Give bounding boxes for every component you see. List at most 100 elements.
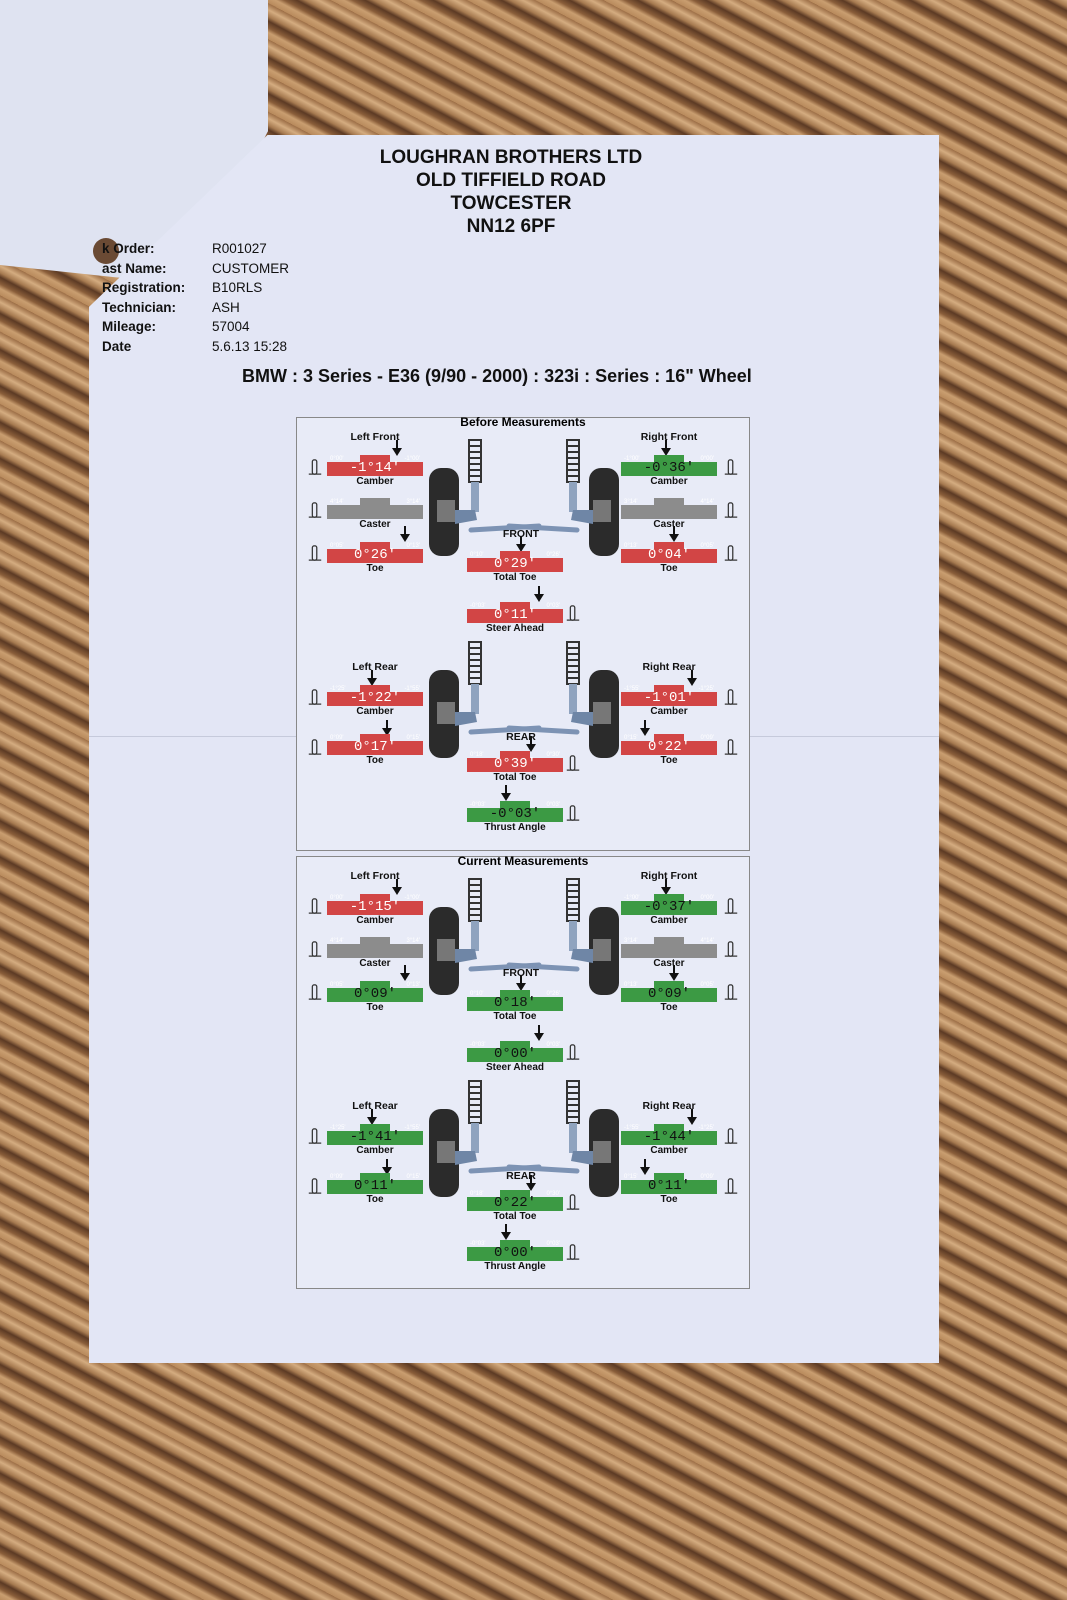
gauge-notch xyxy=(654,685,684,693)
gauge-notch xyxy=(360,894,390,902)
gauge-bar xyxy=(467,1197,563,1211)
gauge-notch xyxy=(500,751,530,759)
gauge-min-limit: 0°09' xyxy=(330,1174,344,1180)
gauge-value: 0°00' xyxy=(493,1046,536,1062)
right-rear-label: Right Rear xyxy=(642,1100,696,1112)
gauge-caption: Caster xyxy=(653,519,685,530)
gauge-bar xyxy=(467,1247,563,1261)
gauge-max-limit: 4°14' xyxy=(700,499,714,505)
gauge-caption: Camber xyxy=(356,1145,394,1156)
right-rear-camber-gauge: -1°55'-1°25'-1°01' xyxy=(621,685,717,706)
right-front-label: Right Front xyxy=(640,870,698,882)
gauge-caption: Caster xyxy=(359,519,391,530)
toe-icon xyxy=(724,984,738,1000)
info-value: B10RLS xyxy=(212,280,263,295)
gauge-max-limit: 3°14' xyxy=(406,499,420,505)
right-front-toe-gauge: 0°13'0°05'0°04' xyxy=(621,542,717,563)
gauge-max-limit: 0°00' xyxy=(700,895,714,901)
gauge-notch xyxy=(500,602,530,610)
gauge-notch xyxy=(360,685,390,693)
left-front-caster-gauge: 4°14'3°14' xyxy=(327,937,423,958)
left-rear-toe-gauge: 0°09'0°15'0°11' xyxy=(327,1173,423,1194)
gauge-notch xyxy=(360,498,390,506)
indicator-arrow-icon xyxy=(526,736,536,752)
gauge-max-limit: 4°14' xyxy=(700,938,714,944)
gauge-caption: Thrust Angle xyxy=(484,822,546,833)
indicator-arrow-icon xyxy=(661,879,671,895)
gauge-bar xyxy=(327,741,423,755)
toe-icon xyxy=(308,1178,322,1194)
gauge-caption: Camber xyxy=(356,476,394,487)
gauge-max-limit: 0°13' xyxy=(406,982,420,988)
indicator-arrow-icon xyxy=(516,536,526,552)
info-label: ast Name: xyxy=(102,260,167,276)
right-front-caster-gauge: 3°14'4°14' xyxy=(621,937,717,958)
left-rear-toe-gauge: 0°09'0°15'0°17' xyxy=(327,734,423,755)
gauge-notch xyxy=(654,455,684,463)
gauge-caption: Camber xyxy=(650,915,688,926)
gauge-notch xyxy=(360,1173,390,1181)
punch-hole xyxy=(93,238,119,264)
gauge-value: -0°03' xyxy=(489,806,541,822)
gauge-notch xyxy=(360,937,390,945)
gauge-caption: Total Toe xyxy=(493,772,537,783)
front-left-wheel-suspension-icon xyxy=(429,439,542,556)
gauge-bar xyxy=(327,1180,423,1194)
gauge-min-limit: -1°00' xyxy=(624,456,640,462)
camber-icon xyxy=(308,898,322,914)
vehicle-model: BMW : 3 Series - E36 (9/90 - 2000) : 323… xyxy=(242,366,752,386)
gauge-max-limit: 0°00' xyxy=(700,456,714,462)
camber-icon xyxy=(308,1128,322,1144)
toe-icon xyxy=(566,1194,580,1210)
gauge-caption: Total Toe xyxy=(493,572,537,583)
rear-right-wheel-suspension-icon xyxy=(506,641,619,758)
gauge-notch xyxy=(500,551,530,559)
steer-ahead-gauge: -0°03'0°03'0°00' xyxy=(467,1041,563,1062)
caster-icon xyxy=(724,502,738,518)
gauge-bar xyxy=(621,505,717,519)
gauge-caption: Toe xyxy=(660,563,678,574)
gauge-value: 0°22' xyxy=(647,739,690,755)
gauge-max-limit: 0°03' xyxy=(546,1042,560,1048)
indicator-arrow-icon xyxy=(669,526,679,542)
indicator-arrow-icon xyxy=(501,1224,511,1240)
gauge-max-limit: 0°15' xyxy=(406,735,420,741)
gauge-value: -1°14' xyxy=(349,460,401,476)
left-rear-label: Left Rear xyxy=(352,661,398,673)
thrust-angle-icon xyxy=(566,1244,580,1260)
toe-icon xyxy=(724,1178,738,1194)
gauge-bar xyxy=(467,1048,563,1062)
indicator-arrow-icon xyxy=(382,720,392,736)
gauge-value: 0°09' xyxy=(353,986,396,1002)
gauge-caption: Thrust Angle xyxy=(484,1261,546,1272)
indicator-arrow-icon xyxy=(669,965,679,981)
steer-ahead-icon xyxy=(566,1044,580,1060)
gauge-caption: Camber xyxy=(356,915,394,926)
gauge-value: -1°41' xyxy=(349,1129,401,1145)
gauge-max-limit: 0°03' xyxy=(546,802,560,808)
gauge-caption: Camber xyxy=(650,1145,688,1156)
gauge-min-limit: 0°15' xyxy=(624,1174,638,1180)
gauge-value: 0°18' xyxy=(493,995,536,1011)
left-rear-camber-gauge: -1°25'-1°55'-1°22' xyxy=(327,685,423,706)
gauge-min-limit: 3°14' xyxy=(624,499,638,505)
gauge-max-limit: 0°05' xyxy=(700,982,714,988)
gauge-min-limit: 0°15' xyxy=(624,735,638,741)
gauge-min-limit: 0°13' xyxy=(624,543,638,549)
gauge-value: 0°04' xyxy=(647,547,690,563)
gauge-max-limit: 0°30' xyxy=(546,752,560,758)
info-value: CUSTOMER xyxy=(212,260,290,276)
gauge-min-limit: 0°00' xyxy=(330,456,344,462)
indicator-arrow-icon xyxy=(687,670,697,686)
gauge-value: 0°11' xyxy=(493,607,536,623)
gauge-value: 0°00' xyxy=(493,1245,536,1261)
gauge-value: 0°29' xyxy=(493,556,536,572)
camber-icon xyxy=(308,459,322,475)
gauge-value: -1°22' xyxy=(349,690,401,706)
gauge-value: -0°37' xyxy=(643,899,695,915)
gauge-min-limit: -1°25' xyxy=(330,686,346,692)
info-label: Date xyxy=(102,338,132,354)
gauge-caption: Toe xyxy=(366,1002,384,1013)
info-value: R001027 xyxy=(212,241,267,256)
